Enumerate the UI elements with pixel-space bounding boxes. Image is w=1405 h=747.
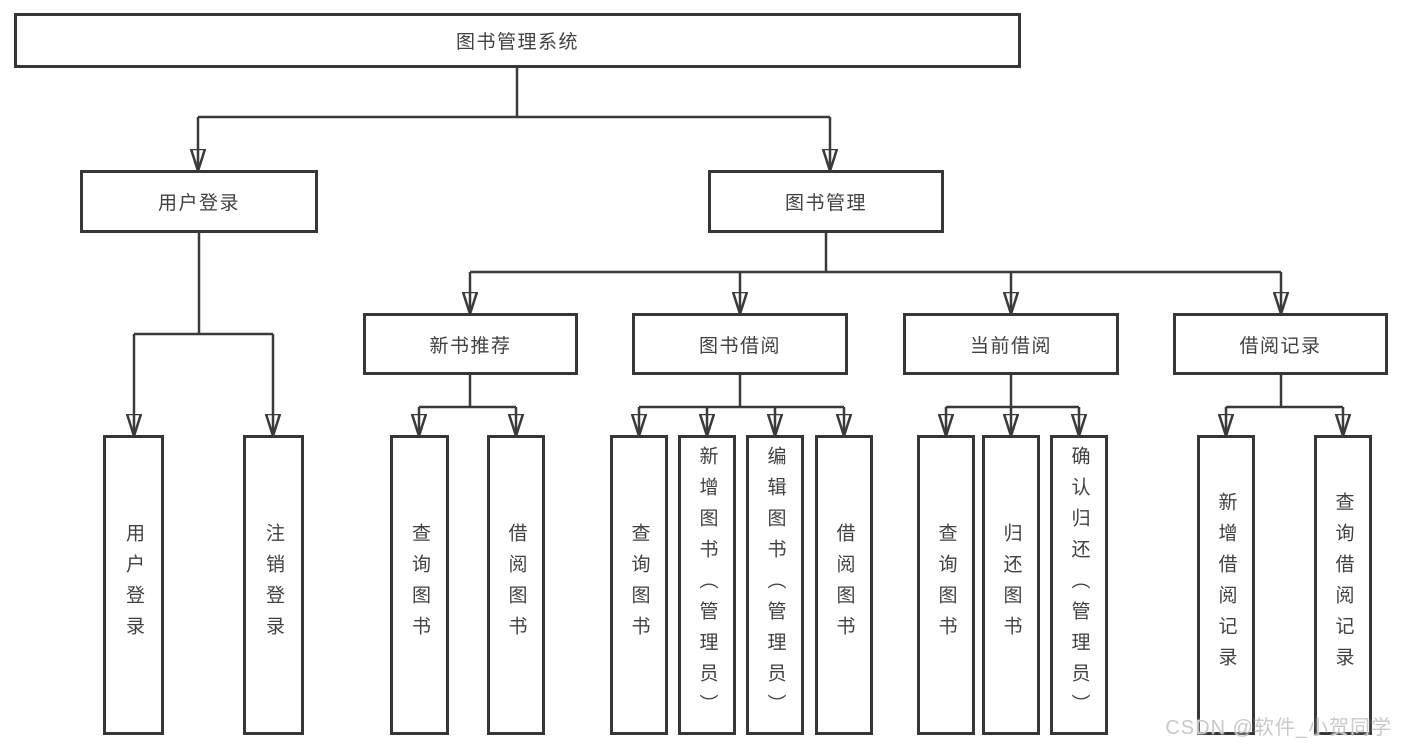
node-query-books-borrowing: 查询图书 [610, 435, 668, 735]
node-borrow-books-borrowing: 借阅图书 [815, 435, 873, 735]
node-label: 查询借阅记录 [1332, 492, 1354, 678]
node-label: 新增图书（管理员） [696, 445, 718, 725]
node-label: 新书推荐 [429, 335, 512, 357]
csdn-watermark: CSDN @软件_小贺同学 [1165, 717, 1392, 739]
node-query-borrow-record: 查询借阅记录 [1314, 435, 1372, 735]
node-user-login: 用户登录 [80, 170, 318, 233]
node-label: 新增借阅记录 [1215, 492, 1237, 678]
node-add-borrow-record: 新增借阅记录 [1197, 435, 1255, 735]
node-label: 用户登录 [157, 193, 240, 214]
node-logout-leaf: 注销登录 [243, 435, 304, 735]
node-label: 借阅图书 [833, 523, 855, 647]
node-label: 借阅记录 [1239, 335, 1322, 357]
node-query-books-current: 查询图书 [917, 435, 975, 735]
node-label: 借阅图书 [505, 523, 527, 647]
node-book-borrowing: 图书借阅 [632, 313, 848, 375]
node-book-management: 图书管理 [708, 170, 944, 233]
node-label: 图书管理 [784, 193, 867, 214]
node-label: 确认归还（管理员） [1068, 445, 1090, 725]
node-edit-book-admin: 编辑图书（管理员） [746, 435, 804, 735]
node-user-login-leaf: 用户登录 [103, 435, 164, 735]
node-system-root: 图书管理系统 [14, 13, 1021, 68]
node-label: 注销登录 [263, 523, 284, 647]
node-label: 用户登录 [123, 523, 144, 647]
node-label: 查询图书 [935, 523, 957, 647]
node-label: 编辑图书（管理员） [764, 445, 786, 725]
node-return-book: 归还图书 [982, 435, 1040, 735]
node-new-book-recommend: 新书推荐 [363, 313, 578, 375]
node-label: 图书管理系统 [455, 32, 579, 53]
node-add-book-admin: 新增图书（管理员） [678, 435, 736, 735]
node-label: 查询图书 [409, 523, 430, 647]
node-borrowing-records: 借阅记录 [1173, 313, 1388, 375]
node-query-books-recommend: 查询图书 [390, 435, 449, 735]
node-label: 图书借阅 [698, 335, 781, 357]
node-borrow-books-recommend: 借阅图书 [487, 435, 545, 735]
node-label: 当前借阅 [969, 335, 1052, 357]
node-label: 查询图书 [628, 523, 650, 647]
node-label: 归还图书 [1000, 523, 1022, 647]
node-current-borrowing: 当前借阅 [903, 313, 1119, 375]
node-confirm-return-admin: 确认归还（管理员） [1050, 435, 1108, 735]
